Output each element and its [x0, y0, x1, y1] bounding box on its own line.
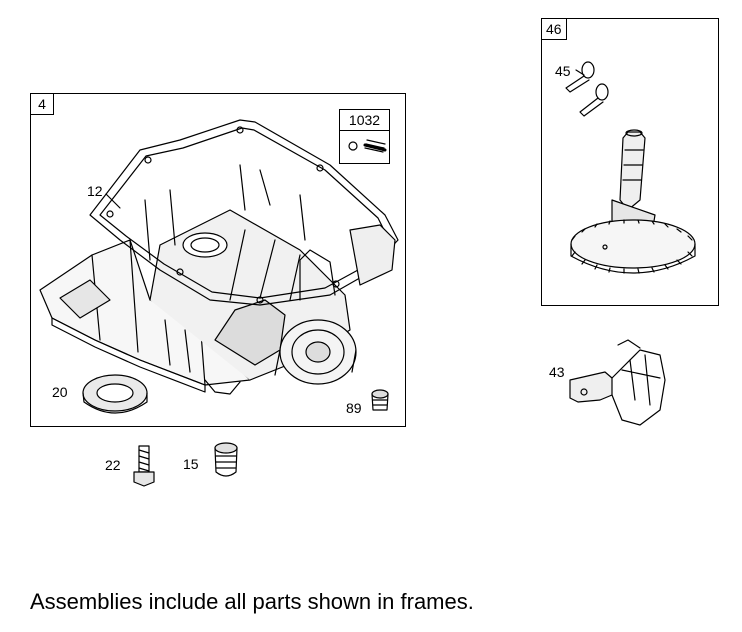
screw-callout: 22 [105, 457, 121, 473]
kit-frame: 1032 [339, 109, 390, 164]
oil-seal-illustration [82, 374, 148, 414]
camshaft-frame-label: 46 [541, 18, 567, 40]
breather-plug-illustration [214, 442, 238, 477]
plug-callout: 89 [346, 400, 362, 416]
kit-parts-illustration [348, 139, 387, 153]
oil-seal-callout: 20 [52, 384, 68, 400]
tappet-illustration [565, 61, 609, 117]
crankcase-frame-label: 4 [30, 93, 54, 115]
governor-illustration [569, 339, 666, 426]
breather-plug-callout: 15 [183, 456, 199, 472]
camshaft-illustration [570, 129, 696, 274]
drain-plug-illustration [371, 389, 389, 411]
camshaft-assembly-frame: 46 [541, 18, 719, 306]
crankcase-interior-illustration [144, 164, 396, 286]
crankcase-assembly-frame: 4 [30, 93, 406, 427]
gasket-callout: 12 [87, 183, 103, 199]
tappet-callout: 45 [555, 63, 571, 79]
governor-callout: 43 [549, 364, 565, 380]
screw-illustration [133, 445, 155, 487]
bearing-boss-illustration [274, 319, 357, 385]
kit-frame-label: 1032 [339, 109, 390, 131]
assemblies-footnote: Assemblies include all parts shown in fr… [30, 589, 474, 614]
